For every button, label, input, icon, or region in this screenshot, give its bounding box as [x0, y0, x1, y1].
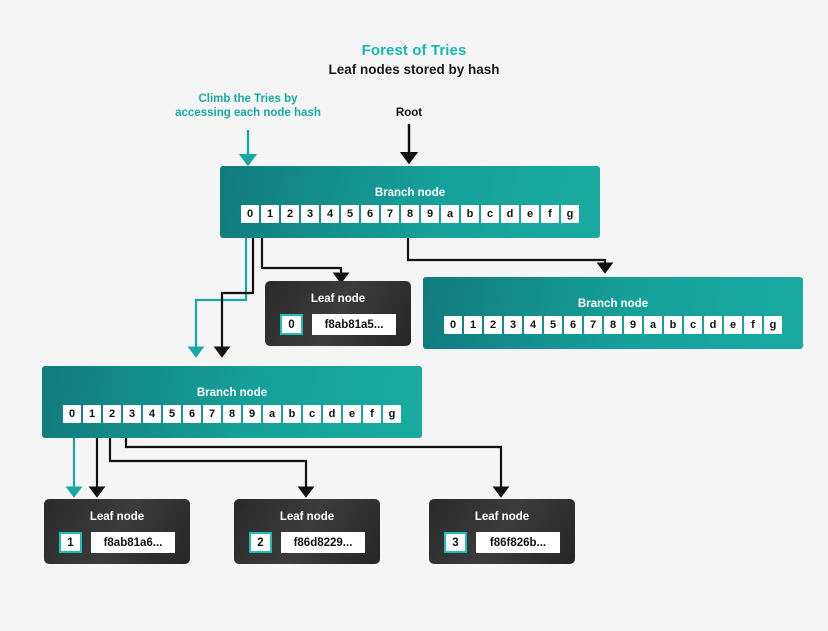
leaf-node-hash: f8ab81a6...: [91, 532, 175, 553]
branch-cell[interactable]: 7: [381, 205, 399, 223]
branch-cell[interactable]: b: [283, 405, 301, 423]
branch-cell[interactable]: 2: [281, 205, 299, 223]
branch-node-right[interactable]: Branch node 0 1 2 3 4 5 6 7 8 9 a b c d …: [423, 277, 803, 349]
page-subtitle: Leaf nodes stored by hash: [328, 62, 500, 77]
branch-cell[interactable]: 7: [584, 316, 602, 334]
branch-cell[interactable]: 6: [183, 405, 201, 423]
page-title: Forest of Tries: [361, 42, 467, 59]
leaf-node-1[interactable]: Leaf node 1 f8ab81a6...: [44, 499, 190, 564]
branch-cell[interactable]: 4: [321, 205, 339, 223]
branch-cell[interactable]: 1: [464, 316, 482, 334]
wire-root-cell0-to-lower-branch: [187, 222, 248, 358]
branch-cell[interactable]: 0: [444, 316, 462, 334]
branch-cell[interactable]: 1: [261, 205, 279, 223]
branch-node-title: Branch node: [196, 387, 268, 399]
branch-cell[interactable]: d: [704, 316, 722, 334]
wire-root-cell1-to-lower-branch: [213, 222, 255, 358]
leaf-node-title: Leaf node: [279, 511, 335, 523]
leaf-node-index: 2: [249, 532, 272, 553]
leaf-node-row: 3 f86f826b...: [429, 532, 575, 553]
leaf-node-title: Leaf node: [474, 511, 530, 523]
branch-cell[interactable]: 1: [83, 405, 101, 423]
annotation-root: Root: [395, 107, 423, 119]
branch-cell[interactable]: 9: [624, 316, 642, 334]
branch-cell[interactable]: 5: [544, 316, 562, 334]
branch-cell[interactable]: 9: [421, 205, 439, 223]
branch-cell[interactable]: 4: [524, 316, 542, 334]
leaf-node-index: 1: [59, 532, 82, 553]
leaf-node-row: 0 f8ab81a5...: [265, 314, 411, 335]
branch-node-cell-row: 0 1 2 3 4 5 6 7 8 9 a b c d e f g: [241, 205, 579, 223]
branch-cell[interactable]: 7: [203, 405, 221, 423]
leaf-node-2[interactable]: Leaf node 2 f86d8229...: [234, 499, 380, 564]
leaf-node-title: Leaf node: [89, 511, 145, 523]
branch-node-title: Branch node: [577, 298, 649, 310]
branch-cell[interactable]: 6: [361, 205, 379, 223]
branch-cell[interactable]: a: [441, 205, 459, 223]
branch-cell[interactable]: 3: [301, 205, 319, 223]
leaf-node-title: Leaf node: [310, 293, 366, 305]
branch-cell[interactable]: d: [323, 405, 341, 423]
branch-cell[interactable]: f: [363, 405, 381, 423]
branch-cell[interactable]: 5: [163, 405, 181, 423]
branch-cell[interactable]: 2: [484, 316, 502, 334]
branch-cell[interactable]: b: [664, 316, 682, 334]
branch-cell[interactable]: 9: [243, 405, 261, 423]
branch-node-lower[interactable]: Branch node 0 1 2 3 4 5 6 7 8 9 a b c d …: [42, 366, 422, 438]
leaf-node-hash: f8ab81a5...: [312, 314, 396, 335]
branch-cell[interactable]: 3: [504, 316, 522, 334]
leaf-node-hash: f86d8229...: [281, 532, 365, 553]
branch-cell[interactable]: 5: [341, 205, 359, 223]
annotation-climb: Climb the Tries by accessing each node h…: [153, 92, 343, 120]
branch-cell[interactable]: a: [644, 316, 662, 334]
annotation-climb-line2: accessing each node hash: [175, 107, 321, 119]
branch-cell[interactable]: f: [541, 205, 559, 223]
branch-cell[interactable]: 3: [123, 405, 141, 423]
branch-cell[interactable]: 4: [143, 405, 161, 423]
leaf-node-0[interactable]: Leaf node 0 f8ab81a5...: [265, 281, 411, 346]
branch-cell[interactable]: g: [561, 205, 579, 223]
leaf-node-row: 2 f86d8229...: [234, 532, 380, 553]
branch-cell[interactable]: a: [263, 405, 281, 423]
branch-cell[interactable]: e: [343, 405, 361, 423]
branch-cell[interactable]: 8: [401, 205, 419, 223]
branch-cell[interactable]: 6: [564, 316, 582, 334]
leaf-node-hash: f86f826b...: [476, 532, 560, 553]
branch-node-cell-row: 0 1 2 3 4 5 6 7 8 9 a b c d e f g: [444, 316, 782, 334]
branch-cell[interactable]: c: [684, 316, 702, 334]
branch-node-root[interactable]: Branch node 0 1 2 3 4 5 6 7 8 9 a b c d …: [220, 166, 600, 238]
branch-cell[interactable]: 8: [604, 316, 622, 334]
branch-cell[interactable]: 0: [63, 405, 81, 423]
branch-cell[interactable]: 0: [241, 205, 259, 223]
leaf-node-3[interactable]: Leaf node 3 f86f826b...: [429, 499, 575, 564]
leaf-node-row: 1 f8ab81a6...: [44, 532, 190, 553]
branch-cell[interactable]: b: [461, 205, 479, 223]
branch-cell[interactable]: 8: [223, 405, 241, 423]
branch-node-cell-row: 0 1 2 3 4 5 6 7 8 9 a b c d e f g: [63, 405, 401, 423]
leaf-node-index: 0: [280, 314, 303, 335]
branch-cell[interactable]: g: [764, 316, 782, 334]
branch-cell[interactable]: d: [501, 205, 519, 223]
branch-cell[interactable]: e: [521, 205, 539, 223]
branch-cell[interactable]: e: [724, 316, 742, 334]
branch-cell[interactable]: c: [481, 205, 499, 223]
branch-cell[interactable]: c: [303, 405, 321, 423]
leaf-node-index: 3: [444, 532, 467, 553]
annotation-climb-line1: Climb the Tries by: [198, 93, 298, 105]
branch-cell[interactable]: f: [744, 316, 762, 334]
branch-cell[interactable]: g: [383, 405, 401, 423]
branch-cell[interactable]: 2: [103, 405, 121, 423]
branch-node-title: Branch node: [374, 187, 446, 199]
